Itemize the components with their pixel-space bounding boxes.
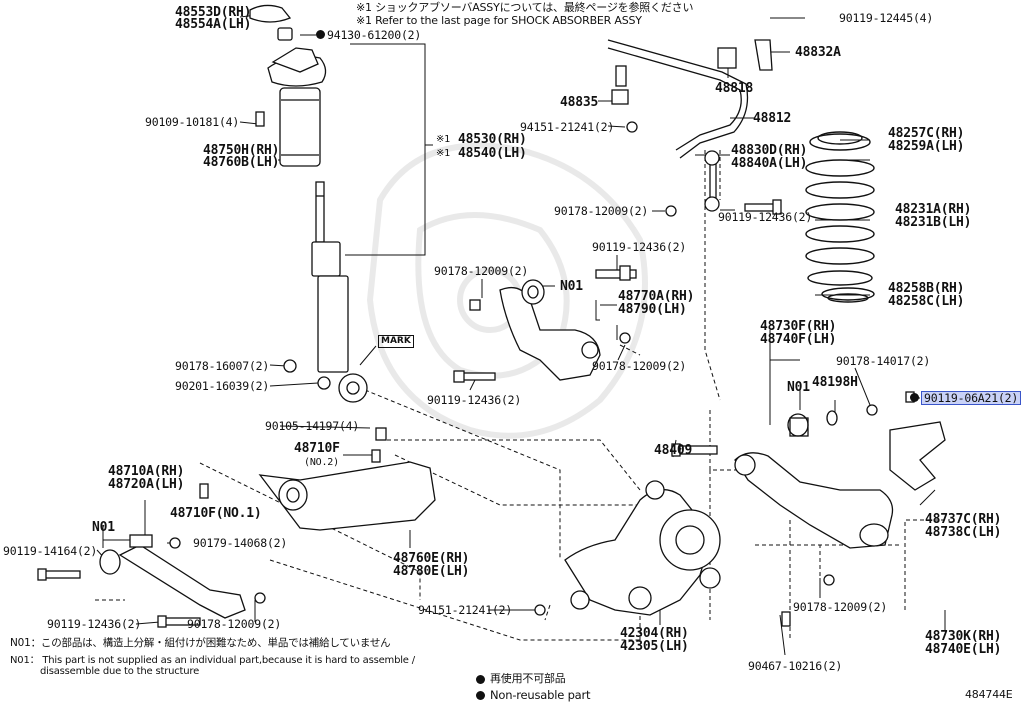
part-42304[interactable]: 42304(RH) bbox=[620, 626, 689, 641]
ref-mark-1b: ※1 bbox=[436, 148, 450, 159]
part-90119-12436-a[interactable]: 90119-12436(2) bbox=[47, 617, 142, 631]
part-90178-12009-a[interactable]: 90178-12009(2) bbox=[187, 617, 282, 631]
part-48530[interactable]: 48530(RH) bbox=[458, 132, 527, 147]
part-48259a[interactable]: 48259A(LH) bbox=[888, 139, 965, 154]
part-90178-14017[interactable]: 90178-14017(2) bbox=[836, 354, 931, 368]
part-48710f[interactable]: 48710F bbox=[294, 441, 340, 456]
footnote-n01-japanese: N01：この部品は、構造上分解・組付けが困難なため、単品では補給していません bbox=[10, 637, 391, 649]
part-90119-14164[interactable]: 90119-14164(2) bbox=[3, 544, 98, 558]
part-90119-12445[interactable]: 90119-12445(4) bbox=[839, 11, 934, 25]
part-90178-16007[interactable]: 90178-16007(2) bbox=[175, 359, 270, 373]
part-48740e[interactable]: 48740E(LH) bbox=[925, 642, 1002, 657]
part-90119-06a21-highlighted[interactable]: 90119-06A21(2) bbox=[921, 391, 1022, 405]
upper-arm-illustration bbox=[453, 265, 637, 383]
part-48760e[interactable]: 48760E(RH) bbox=[393, 551, 470, 566]
part-48730f[interactable]: 48730F(RH) bbox=[760, 319, 837, 334]
ref-mark-1a: ※1 bbox=[436, 134, 450, 145]
legend-dot-ja bbox=[476, 675, 485, 684]
part-48231b[interactable]: 48231B(LH) bbox=[895, 215, 972, 230]
legend-english: Non-reusable part bbox=[490, 688, 591, 702]
footnote-n01-english-2: disassemble due to the structure bbox=[40, 666, 200, 677]
diagram-id: 484744E bbox=[965, 688, 1013, 701]
part-48818[interactable]: 48818 bbox=[715, 81, 754, 96]
n01-marker-left: N01 bbox=[92, 520, 115, 535]
n01-marker-lower: N01 bbox=[787, 380, 810, 395]
part-48231a[interactable]: 48231A(RH) bbox=[895, 202, 972, 217]
toe-arm-illustration bbox=[37, 427, 436, 628]
part-90178-12009-c[interactable]: 90178-12009(2) bbox=[434, 264, 529, 278]
part-48740f[interactable]: 48740F(LH) bbox=[760, 332, 837, 347]
lower-arm-illustration bbox=[734, 391, 946, 549]
part-48257c[interactable]: 48257C(RH) bbox=[888, 126, 965, 141]
part-48258c[interactable]: 48258C(LH) bbox=[888, 294, 965, 309]
part-48840a[interactable]: 48840A(LH) bbox=[731, 156, 808, 171]
part-48760b[interactable]: 48760B(LH) bbox=[203, 155, 280, 170]
part-48198h[interactable]: 48198H bbox=[812, 375, 858, 390]
part-48720a[interactable]: 48720A(LH) bbox=[108, 477, 185, 492]
part-90467-10216[interactable]: 90467-10216(2) bbox=[748, 659, 843, 673]
part-90119-12436-b[interactable]: 90119-12436(2) bbox=[718, 210, 813, 224]
part-90105-14197[interactable]: 90105-14197(4) bbox=[265, 419, 360, 433]
part-48258b[interactable]: 48258B(RH) bbox=[888, 281, 965, 296]
note-english: ※1 Refer to the last page for SHOCK ABSO… bbox=[356, 14, 642, 27]
part-48409[interactable]: 48409 bbox=[654, 443, 693, 458]
footnote-n01-english-1: N01： This part is not supplied as an ind… bbox=[10, 655, 415, 666]
part-48812[interactable]: 48812 bbox=[753, 111, 792, 126]
part-90201-16039[interactable]: 90201-16039(2) bbox=[175, 379, 270, 393]
part-94130-61200[interactable]: 94130-61200(2) bbox=[327, 28, 422, 42]
part-48540[interactable]: 48540(LH) bbox=[458, 146, 527, 161]
part-48830d[interactable]: 48830D(RH) bbox=[731, 143, 808, 158]
part-42305[interactable]: 42305(LH) bbox=[620, 639, 689, 654]
part-48553d[interactable]: 48553D(RH) bbox=[175, 5, 252, 20]
non-reusable-dot bbox=[910, 393, 919, 402]
part-94151-21241-a[interactable]: 94151-21241(2) bbox=[418, 603, 513, 617]
coil-spring-illustration bbox=[805, 131, 875, 303]
part-94151-21241-b[interactable]: 94151-21241(2) bbox=[520, 120, 615, 134]
part-48790[interactable]: 48790(LH) bbox=[618, 302, 687, 317]
stabilizer-bar-illustration bbox=[607, 39, 782, 217]
part-90178-12009-e[interactable]: 90178-12009(2) bbox=[793, 600, 888, 614]
part-90119-12436-d[interactable]: 90119-12436(2) bbox=[427, 393, 522, 407]
knuckle-illustration bbox=[534, 443, 835, 627]
mark-label: MARK bbox=[378, 335, 414, 348]
part-48750h[interactable]: 48750H(RH) bbox=[203, 143, 280, 158]
legend-dot-en bbox=[476, 691, 485, 700]
part-90178-12009-d[interactable]: 90178-12009(2) bbox=[592, 359, 687, 373]
part-90179-14068[interactable]: 90179-14068(2) bbox=[193, 536, 288, 550]
part-90109-10181[interactable]: 90109-10181(4) bbox=[145, 115, 240, 129]
part-48710a[interactable]: 48710A(RH) bbox=[108, 464, 185, 479]
part-48832a[interactable]: 48832A bbox=[795, 45, 841, 60]
part-48710f-no2: (NO.2) bbox=[304, 457, 339, 468]
legend-japanese: 再使用不可部品 bbox=[490, 672, 566, 685]
part-48770a[interactable]: 48770A(RH) bbox=[618, 289, 695, 304]
part-48730k[interactable]: 48730K(RH) bbox=[925, 629, 1002, 644]
part-48780e[interactable]: 48780E(LH) bbox=[393, 564, 470, 579]
non-reusable-dot bbox=[316, 30, 325, 39]
shock-absorber-illustration bbox=[249, 4, 368, 403]
note-japanese: ※1 ショックアブソーバASSYについては、最終ページを参照ください bbox=[356, 1, 694, 14]
part-48710f-no1[interactable]: 48710F(NO.1) bbox=[170, 506, 262, 521]
part-48738c[interactable]: 48738C(LH) bbox=[925, 525, 1002, 540]
part-48554a[interactable]: 48554A(LH) bbox=[175, 17, 252, 32]
part-48835[interactable]: 48835 bbox=[560, 95, 599, 110]
part-48737c[interactable]: 48737C(RH) bbox=[925, 512, 1002, 527]
part-90119-12436-c[interactable]: 90119-12436(2) bbox=[592, 240, 687, 254]
n01-marker-upper: N01 bbox=[560, 279, 583, 294]
part-90178-12009-b[interactable]: 90178-12009(2) bbox=[554, 204, 649, 218]
